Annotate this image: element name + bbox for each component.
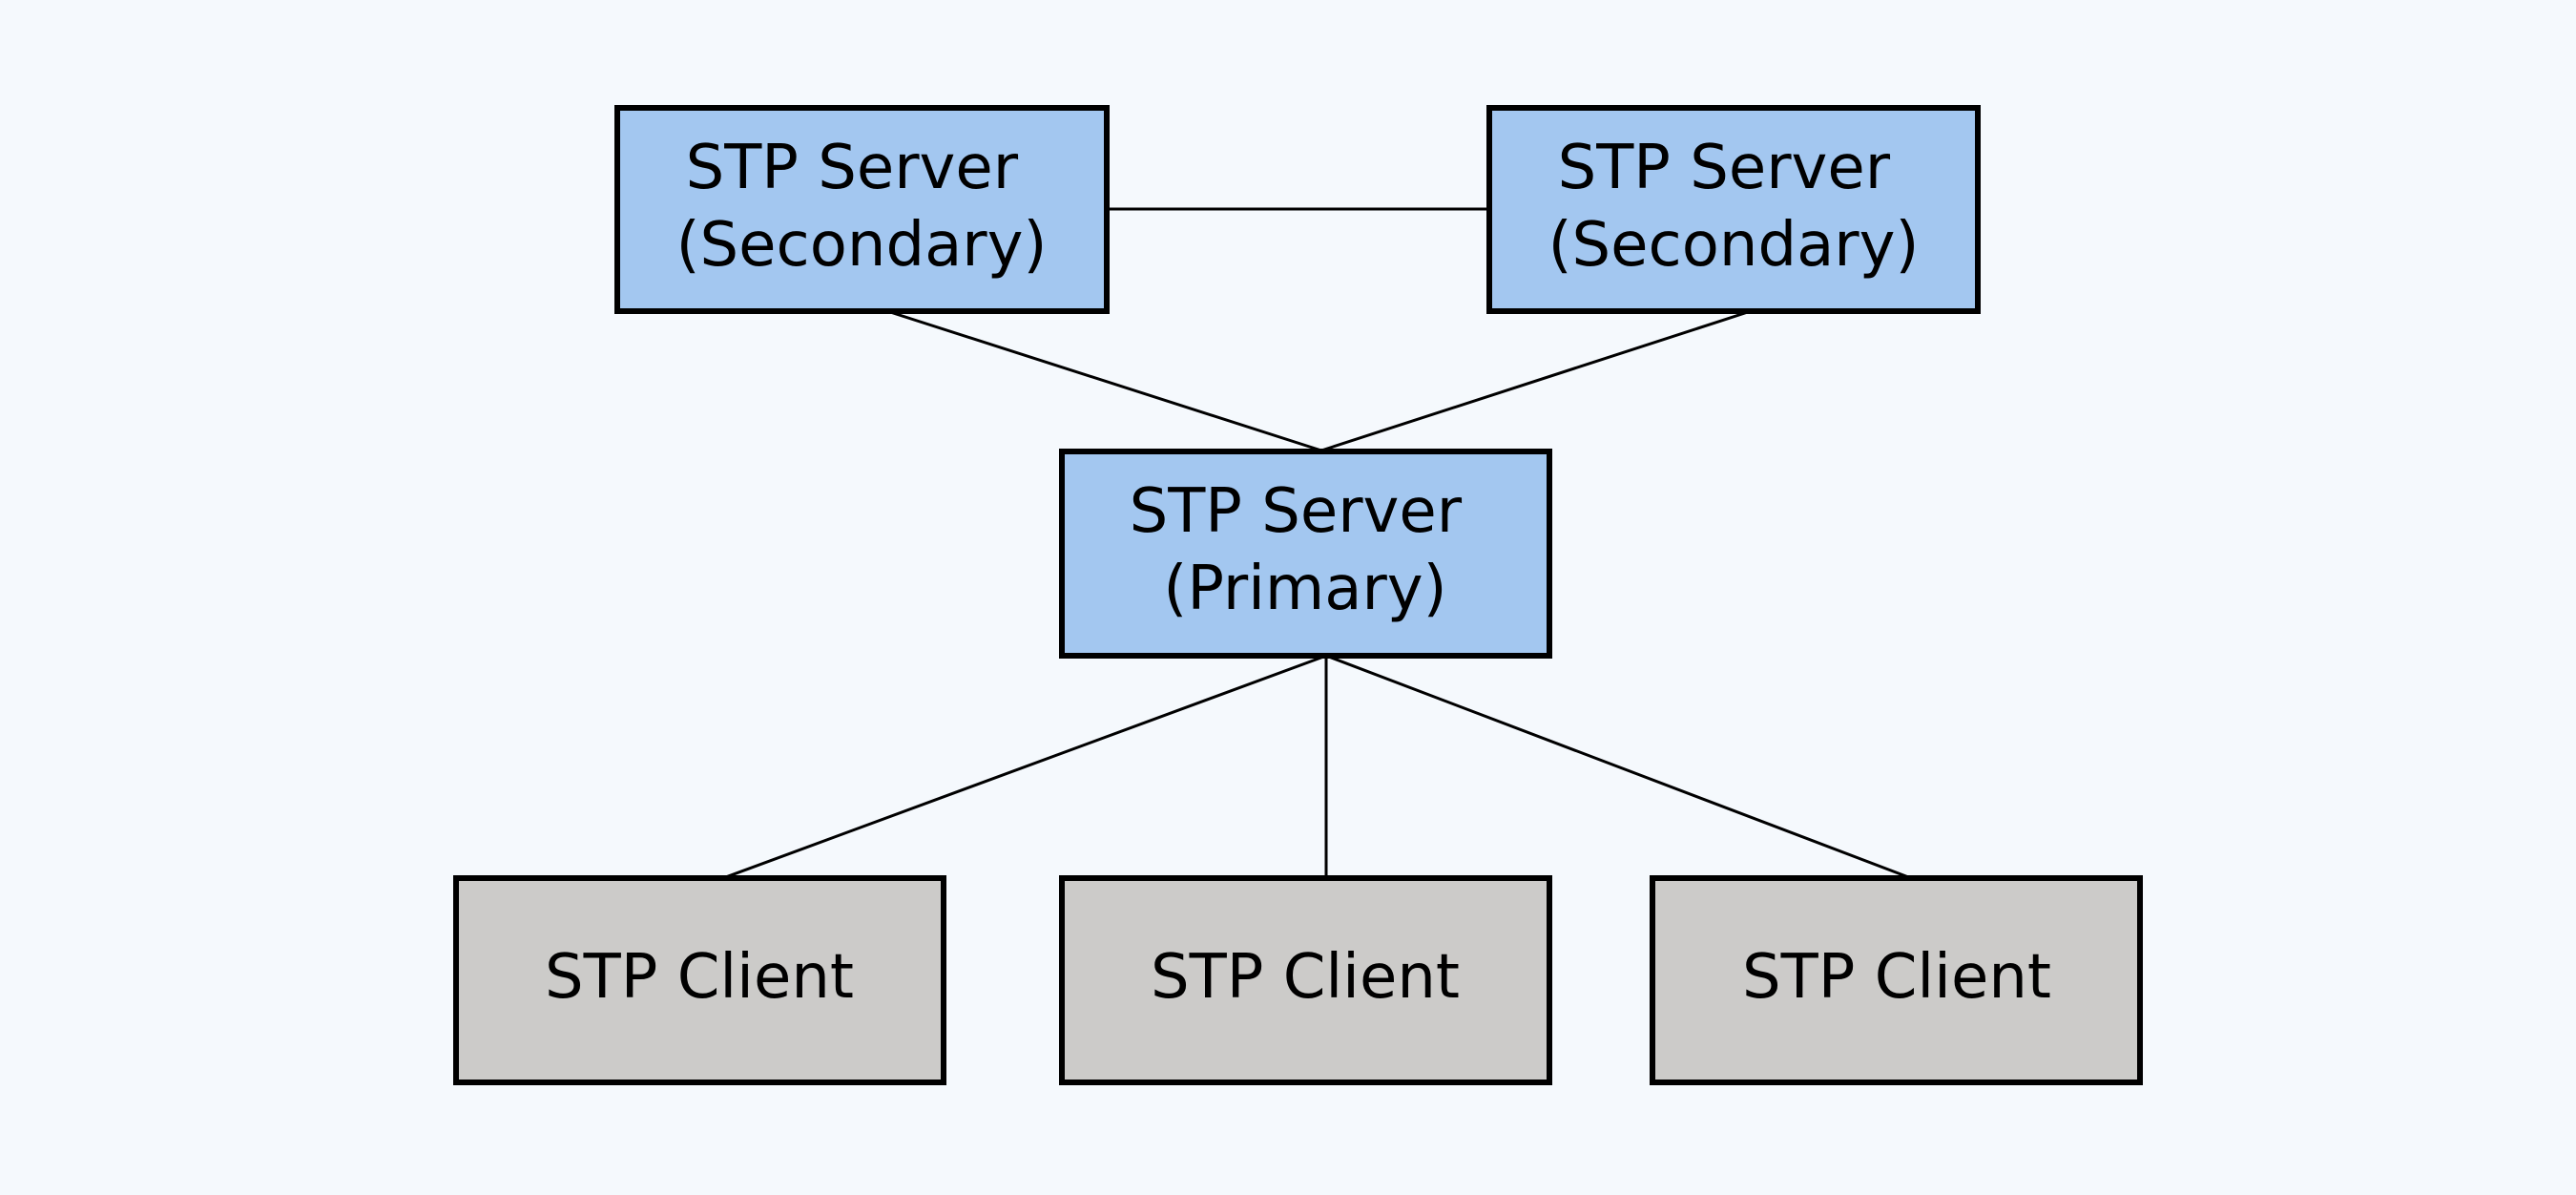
node-secondary-right[interactable]: STP Server (Secondary) [1486,105,1981,314]
node-label-line: STP Server [1130,476,1463,547]
node-label-line: STP Client [1151,942,1460,1013]
node-box [1650,875,2143,1085]
node-box [1486,105,1981,314]
node-box [1059,875,1552,1085]
node-secondary-left[interactable]: STP Server (Secondary) [614,105,1110,314]
connections [722,207,1912,880]
edge-primary-to-client-right [1325,654,1912,880]
node-label-line: STP Client [545,942,854,1013]
node-client-center[interactable]: STP Client [1059,875,1552,1085]
node-box [453,875,946,1085]
node-primary[interactable]: STP Server (Primary) [1059,449,1552,659]
svg-text:STP Server (Secondary): STP Server (Secondary) [676,133,1048,281]
svg-text:STP Client: STP Client [545,942,854,1013]
node-client-left[interactable]: STP Client [453,875,946,1085]
edge-secondary-left-to-primary [886,309,1322,452]
node-label-line: STP Server [1558,133,1891,203]
svg-text:STP Server (Primary): STP Server (Primary) [1130,476,1482,624]
edge-primary-to-client-left [722,654,1327,880]
svg-text:STP Server (Secondary): STP Server (Secondary) [1548,133,1920,281]
node-box [1059,449,1552,659]
node-label-line: STP Server [686,133,1019,203]
edge-secondary-right-to-primary [1320,309,1752,452]
node-label-line: (Primary) [1163,554,1446,624]
svg-text:STP Client: STP Client [1151,942,1460,1013]
node-label-line: STP Client [1742,942,2051,1013]
node-client-right[interactable]: STP Client [1650,875,2143,1085]
node-label-line: (Secondary) [676,210,1048,281]
node-box [614,105,1110,314]
svg-text:STP Client: STP Client [1742,942,2051,1013]
node-label-line: (Secondary) [1548,210,1920,281]
